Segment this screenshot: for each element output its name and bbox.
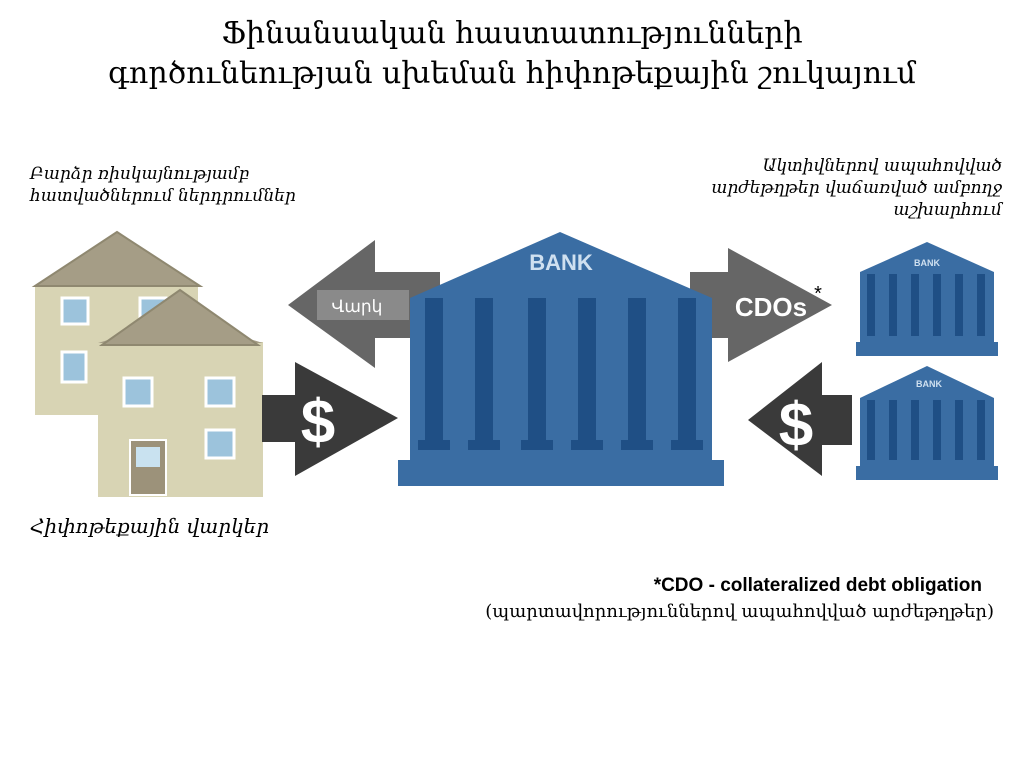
dollar-arrow-right: $ <box>748 362 852 476</box>
left-label-line-1: Բարձր ռիսկայնությամբ <box>30 164 250 184</box>
left-label-line-2: հատվածներում ներդրումներ <box>30 186 296 206</box>
house-front-icon <box>98 288 263 497</box>
cdo-arrow-label: CDOs <box>735 292 807 322</box>
right-label-line-1: Ակտիվներով ապահովված <box>762 156 1002 176</box>
footnote-line-2: (պարտավորություններով ապահովված արժեթղթե… <box>485 601 994 622</box>
right-label-line-2: արժեթղթեր վաճառված ամբողջ <box>711 178 1002 198</box>
right-label-line-3: աշխարհում <box>893 200 1002 220</box>
dollar-sign-left-icon: $ <box>301 388 335 457</box>
small-bank-bottom-icon: BANK <box>856 366 998 480</box>
footnote-line-1: *CDO - collateralized debt obligation <box>653 575 982 596</box>
main-bank-label: BANK <box>529 250 593 275</box>
dollar-sign-right-icon: $ <box>779 391 813 460</box>
small-bank-top-icon: BANK <box>856 242 998 356</box>
cdo-arrow: CDOs * <box>690 248 832 362</box>
main-bank-icon: BANK <box>398 232 724 486</box>
asset-backed-securities-label: Ակտիվներով ապահովված արժեթղթեր վաճառված … <box>711 155 1002 221</box>
dollar-arrow-left: $ <box>262 362 398 476</box>
high-risk-investments-label: Բարձր ռիսկայնությամբ հատվածներում ներդրո… <box>30 163 296 207</box>
title-line-1: Ֆինանսական հաստատությունների <box>221 16 803 51</box>
footnote: *CDO - collateralized debt obligation (պ… <box>485 573 994 625</box>
loan-arrow-label: Վարկ <box>332 297 383 316</box>
cdo-asterisk: * <box>814 283 822 305</box>
mortgage-loans-label: Հիփոթեքային վարկեր <box>30 514 270 538</box>
small-bank-top-label: BANK <box>914 258 940 268</box>
small-bank-bottom-label: BANK <box>916 379 942 389</box>
title-line-2: գործունեության սխեման հիփոթեքային շուկայ… <box>108 56 916 91</box>
page-title: Ֆինանսական հաստատությունների գործունեութ… <box>0 14 1024 94</box>
loan-arrow: Վարկ <box>288 240 440 368</box>
